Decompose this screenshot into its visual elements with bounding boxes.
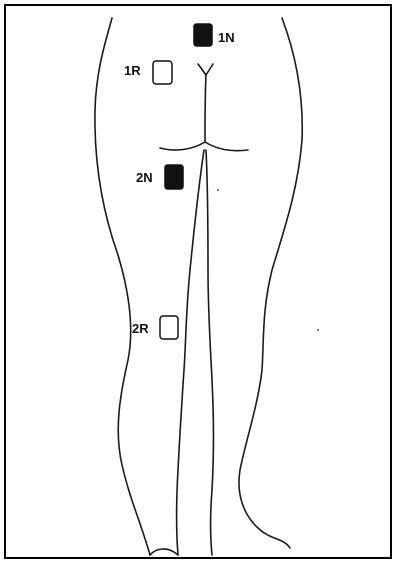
diagram-frame bbox=[5, 5, 391, 558]
speck-1 bbox=[217, 189, 219, 191]
marker-2r-label: 2R bbox=[132, 321, 149, 336]
marker-1r-label: 1R bbox=[124, 63, 141, 78]
marker-2n-label: 2N bbox=[136, 170, 153, 185]
marker-1n-square bbox=[194, 24, 212, 46]
speck-2 bbox=[317, 329, 319, 331]
marker-1n-label: 1N bbox=[218, 30, 235, 45]
marker-2r-square bbox=[160, 316, 178, 339]
marker-1r-square bbox=[153, 61, 172, 84]
marker-2n-square bbox=[165, 165, 183, 189]
